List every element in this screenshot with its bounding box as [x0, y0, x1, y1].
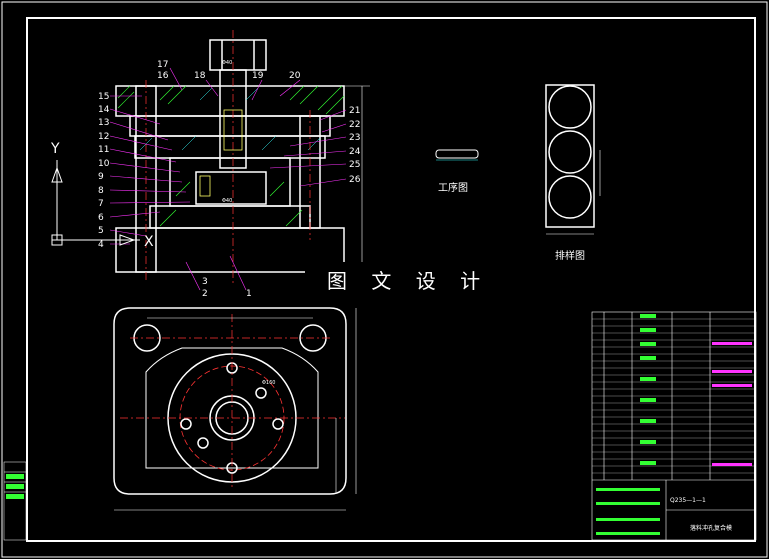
dim-plan-diameter: Φ160: [262, 380, 275, 386]
part-label-4: 4: [98, 240, 104, 250]
centerlines: [145, 30, 311, 285]
part-label-21: 21: [349, 106, 360, 116]
process-drawing: [435, 149, 479, 161]
part-label-14: 14: [98, 105, 110, 115]
part-label-23: 23: [349, 133, 360, 143]
part-label-26: 26: [349, 175, 361, 185]
title-block-name: Q235—1—1: [670, 497, 706, 504]
part-label-11: 11: [98, 145, 109, 155]
part-label-24: 24: [349, 147, 361, 157]
plan-view: [113, 307, 347, 495]
strip-layout: [545, 84, 601, 235]
part-label-6: 6: [98, 213, 104, 223]
part-label-13: 13: [98, 118, 109, 128]
parts-list: [591, 311, 757, 541]
section-hatching: [117, 85, 345, 227]
part-label-2: 2: [202, 289, 208, 299]
layout-caption: 排样图: [555, 249, 585, 262]
part-label-16: 16: [157, 71, 169, 81]
part-label-19: 19: [252, 71, 264, 81]
ucs-axis-icon: [51, 160, 140, 246]
part-label-7: 7: [98, 199, 104, 209]
revision-block-fills: [6, 474, 24, 499]
part-label-15: 15: [98, 92, 109, 102]
part-label-3: 3: [202, 277, 208, 287]
parts-list-fills: [596, 314, 752, 535]
axis-y-label: Y: [50, 141, 60, 157]
dim-die: Φ40: [222, 198, 232, 204]
plan-dimensions: [114, 308, 357, 511]
plan-centerlines: [120, 314, 345, 490]
part-label-8: 8: [98, 186, 104, 196]
part-labels: 15 14 13 12 11 10 9 8 7 6 5 4 17 16 18 1…: [98, 60, 361, 299]
part-label-22: 22: [349, 120, 360, 130]
watermark-backdrop: [305, 262, 455, 296]
part-label-10: 10: [98, 159, 110, 169]
part-label-9: 9: [98, 172, 104, 182]
axis-x-label: X: [144, 234, 154, 250]
part-label-20: 20: [289, 71, 301, 81]
leader-lines: [109, 67, 347, 291]
part-label-17: 17: [157, 60, 168, 70]
process-caption: 工序图: [438, 181, 468, 194]
part-label-25: 25: [349, 160, 360, 170]
part-label-1: 1: [246, 289, 252, 299]
parts-list-rows: [592, 318, 756, 474]
part-label-5: 5: [98, 226, 104, 236]
title-block-subtitle: 落料冲孔复合模: [690, 524, 732, 532]
highlight-parts: [199, 109, 243, 197]
dim-shank: Φ40: [222, 60, 232, 66]
part-label-12: 12: [98, 132, 109, 142]
part-label-18: 18: [194, 71, 206, 81]
revision-block: [3, 461, 27, 541]
watermark-text: 图 文 设 计: [327, 269, 489, 293]
